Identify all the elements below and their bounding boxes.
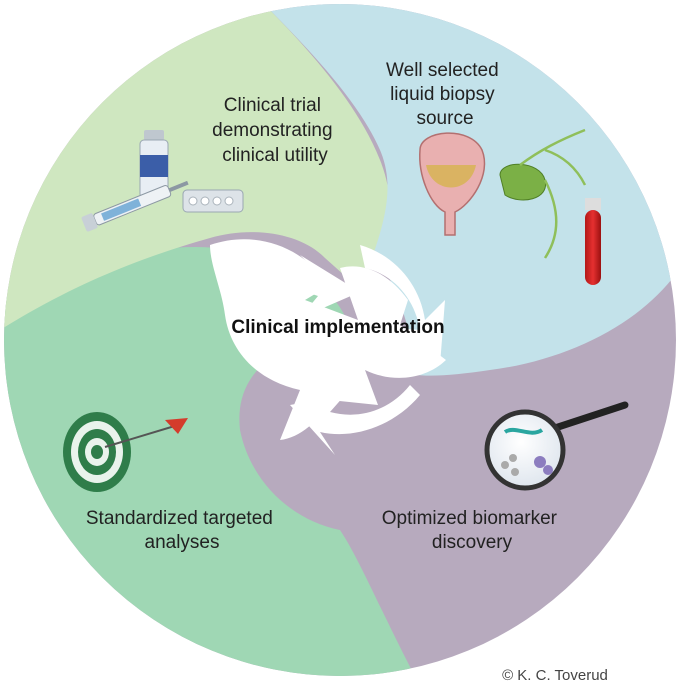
label-clinical-trial-line-2: demonstrating xyxy=(212,120,332,141)
center-label: Clinical implementation xyxy=(231,317,444,338)
label-liquid-biopsy-line-1: Well selected xyxy=(386,60,499,81)
label-biomarker: Optimized biomarker discovery xyxy=(382,508,563,553)
label-clinical-trial-line-1: Clinical trial xyxy=(224,95,321,116)
label-biomarker-line-1: Optimized biomarker xyxy=(382,508,558,529)
label-targeted-analyses: Standardized targeted analyses xyxy=(86,508,278,553)
label-clinical-trial-line-3: clinical utility xyxy=(222,145,328,166)
label-liquid-biopsy-line-2: liquid biopsy xyxy=(390,84,495,105)
vial-syringe-pills-icon xyxy=(81,130,244,232)
label-liquid-biopsy-line-3: source xyxy=(416,108,473,129)
label-liquid-biopsy: Well selected liquid biopsy source xyxy=(386,60,504,129)
magnifier-molecules-icon xyxy=(484,401,629,491)
label-targeted-analyses-line-1: Standardized targeted xyxy=(86,508,273,529)
label-clinical-trial: Clinical trial demonstrating clinical ut… xyxy=(212,95,338,166)
segment-targeted-analyses xyxy=(4,247,420,676)
label-targeted-analyses-line-2: analyses xyxy=(145,532,220,553)
dart-target-icon xyxy=(63,412,188,492)
copyright: © K. C. Toverud xyxy=(502,667,608,684)
label-biomarker-line-2: discovery xyxy=(432,532,513,553)
bladder-bile-blood-tube-icon xyxy=(419,128,601,285)
